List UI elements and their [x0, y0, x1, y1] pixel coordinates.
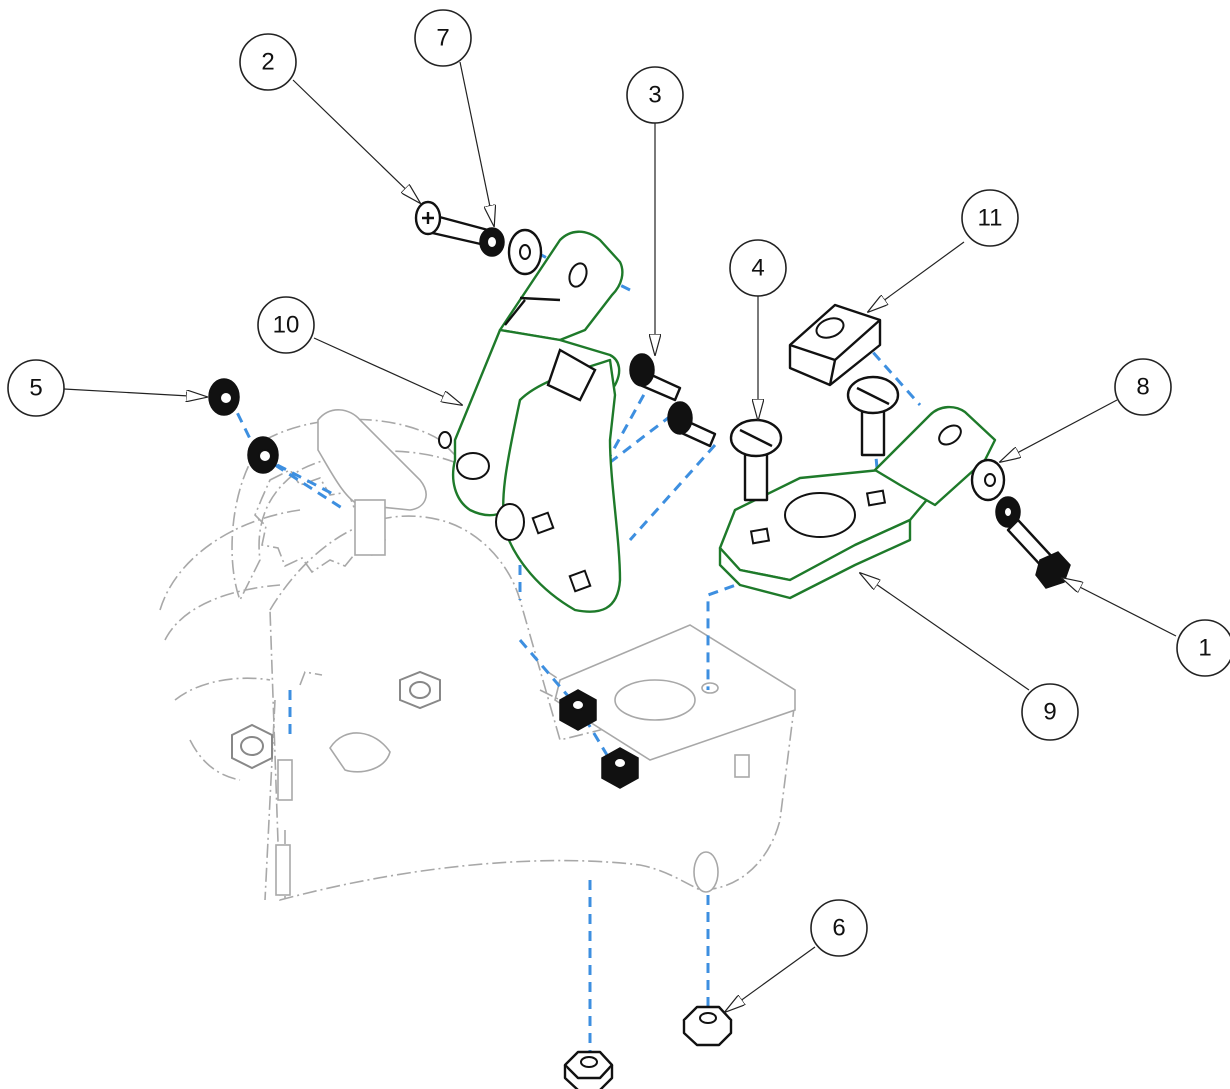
balloon-2-label: 2: [261, 49, 274, 76]
balloon-6-label: 6: [832, 915, 845, 942]
balloon-9-label: 9: [1043, 699, 1056, 726]
leader-6: [725, 946, 816, 1012]
balloon-8-label: 8: [1136, 374, 1149, 401]
balloon-4: 4: [729, 239, 787, 297]
leader-5: [63, 388, 207, 397]
leader-10: [313, 337, 462, 405]
balloon-3-label: 3: [648, 82, 661, 109]
bolt-washers-part-8-1: [970, 458, 1071, 589]
leader-8: [1000, 399, 1118, 462]
item-balloons: 1 2 3 4 5 6 7 8 9 10 11: [7, 9, 1230, 957]
reference-base-assembly: [159, 409, 796, 902]
leader-2: [292, 79, 420, 203]
balloon-11: 11: [961, 189, 1019, 247]
bolt-washers-part-2-7: [414, 200, 543, 276]
leader-lines: [63, 61, 1177, 1012]
leader-1: [1062, 578, 1177, 637]
leader-7: [459, 61, 494, 226]
flange-nuts-part-5: [208, 378, 279, 474]
hex-nuts-part-6: [563, 1005, 733, 1089]
carriage-bolts-part-4: [729, 375, 900, 502]
bracket-part-10: [438, 230, 624, 613]
balloon-7-label: 7: [436, 25, 449, 52]
balloon-2: 2: [239, 33, 297, 91]
balloon-7: 7: [414, 9, 472, 67]
balloon-6: 6: [810, 899, 868, 957]
balloon-1-label: 1: [1198, 635, 1211, 662]
hex-nuts-assembled: [559, 689, 639, 789]
balloon-11-label: 11: [978, 205, 1003, 232]
small-bolts-part-3: [629, 353, 717, 448]
leader-9: [860, 573, 1030, 691]
balloon-5: 5: [7, 359, 65, 417]
balloon-10: 10: [257, 296, 315, 354]
balloon-5-label: 5: [29, 375, 42, 402]
balloon-1: 1: [1176, 619, 1230, 677]
leader-11: [868, 241, 965, 312]
balloon-8: 8: [1114, 358, 1172, 416]
balloon-4-label: 4: [751, 255, 764, 282]
plate-part-9: [718, 405, 997, 600]
balloon-9: 9: [1021, 683, 1079, 741]
balloon-10-label: 10: [273, 312, 300, 339]
nut-plate-part-11: [788, 303, 882, 387]
balloon-3: 3: [626, 66, 684, 124]
